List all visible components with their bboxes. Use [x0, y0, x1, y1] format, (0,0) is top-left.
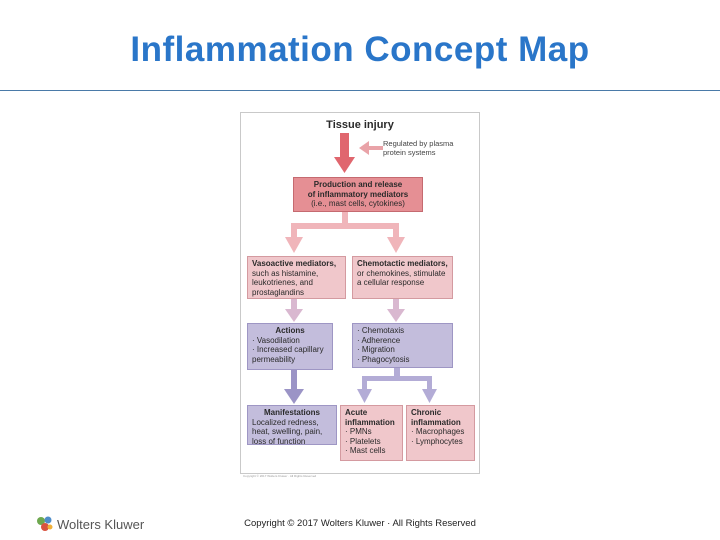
- acute-line: · PMNs: [345, 427, 372, 436]
- manifestations-box: Manifestations Localized redness, heat, …: [247, 405, 337, 446]
- chronic-header: Chronic: [411, 408, 442, 417]
- production-header-2: of inflammatory mediators: [307, 189, 409, 199]
- regulated-note-line-2: protein systems: [383, 148, 436, 157]
- production-sub: (i.e., mast cells, cytokines): [311, 199, 405, 208]
- actions-line: · Vasodilation: [252, 335, 300, 345]
- manifestations-line: Localized redness,: [252, 417, 319, 427]
- cellular-actions-line: · Chemotaxis: [357, 326, 405, 335]
- manifestations-header: Manifestations: [263, 408, 320, 417]
- manifestations-line: heat, swelling, pain,: [252, 427, 323, 436]
- acute-header: Acute: [345, 408, 368, 417]
- chronic-line: · Macrophages: [411, 427, 465, 436]
- cellular-actions-line: · Migration: [357, 345, 395, 354]
- chronic-line: · Lymphocytes: [411, 436, 463, 446]
- production-header: Production and release: [313, 180, 403, 189]
- actions-box: Actions · Vasodilation · Increased capil…: [247, 323, 333, 370]
- regulated-note: Regulated by plasma protein systems: [383, 139, 475, 157]
- arrow-actions-to-manifestations: [284, 370, 304, 404]
- vasoactive-header: Vasoactive mediators,: [252, 259, 337, 268]
- arrow-chemotactic-to-cellular: [387, 299, 405, 322]
- footer-copyright: Copyright © 2017 Wolters Kluwer · All Ri…: [244, 518, 476, 529]
- title-divider: [0, 90, 720, 91]
- chemotactic-line: a cellular response: [357, 278, 425, 287]
- chemotactic-line: or chemokines, stimulate: [357, 268, 446, 278]
- acute-header-2: inflammation: [345, 417, 395, 427]
- chronic-inflammation-box: Chronic inflammation · Macrophages · Lym…: [406, 405, 475, 461]
- arrow-regulated-note: [359, 141, 383, 155]
- arrow-production-split: [285, 212, 405, 253]
- logo-text: Wolters Kluwer: [57, 516, 145, 532]
- cellular-actions-line: · Adherence: [357, 335, 401, 345]
- vasoactive-line: leukotrienes, and: [252, 278, 313, 287]
- wolters-kluwer-logo: Wolters Kluwer: [36, 514, 144, 534]
- acute-inflammation-box: Acute inflammation · PMNs · Platelets · …: [340, 405, 403, 461]
- cellular-actions-line: · Phagocytosis: [357, 354, 410, 364]
- manifestations-line: loss of function: [252, 436, 306, 446]
- concept-map-figure: Tissue injury Regulated by plasma protei…: [240, 112, 480, 478]
- acute-line: · Mast cells: [345, 446, 386, 455]
- chronic-header-2: inflammation: [411, 417, 461, 427]
- regulated-note-line-1: Regulated by plasma: [383, 139, 454, 148]
- chemotactic-box: Chemotactic mediators, or chemokines, st…: [352, 256, 453, 299]
- vasoactive-line: prostaglandins: [252, 287, 305, 297]
- acute-line: · Platelets: [345, 436, 381, 446]
- arrow-tissue-to-production: [334, 133, 355, 173]
- tissue-injury-label: Tissue injury: [326, 119, 394, 131]
- chemotactic-header: Chemotactic mediators,: [357, 259, 448, 268]
- cellular-actions-box: · Chemotaxis · Adherence · Migration · P…: [352, 323, 453, 368]
- wolters-kluwer-logo-icon: [37, 516, 53, 531]
- vasoactive-line: such as histamine,: [252, 268, 319, 278]
- vasoactive-box: Vasoactive mediators, such as histamine,…: [247, 256, 346, 299]
- slide-title: Inflammation Concept Map: [130, 30, 590, 69]
- connector-arrows: [284, 133, 437, 404]
- actions-line: permeability: [252, 354, 296, 364]
- arrow-cellular-split: [357, 368, 437, 403]
- arrow-vasoactive-to-actions: [285, 299, 303, 322]
- actions-line: · Increased capillary: [252, 345, 324, 354]
- actions-header: Actions: [275, 326, 305, 335]
- production-box: Production and release of inflammatory m…: [293, 177, 423, 212]
- figure-copyright: Copyright © 2017 Wolters Kluwer · All Ri…: [243, 474, 317, 478]
